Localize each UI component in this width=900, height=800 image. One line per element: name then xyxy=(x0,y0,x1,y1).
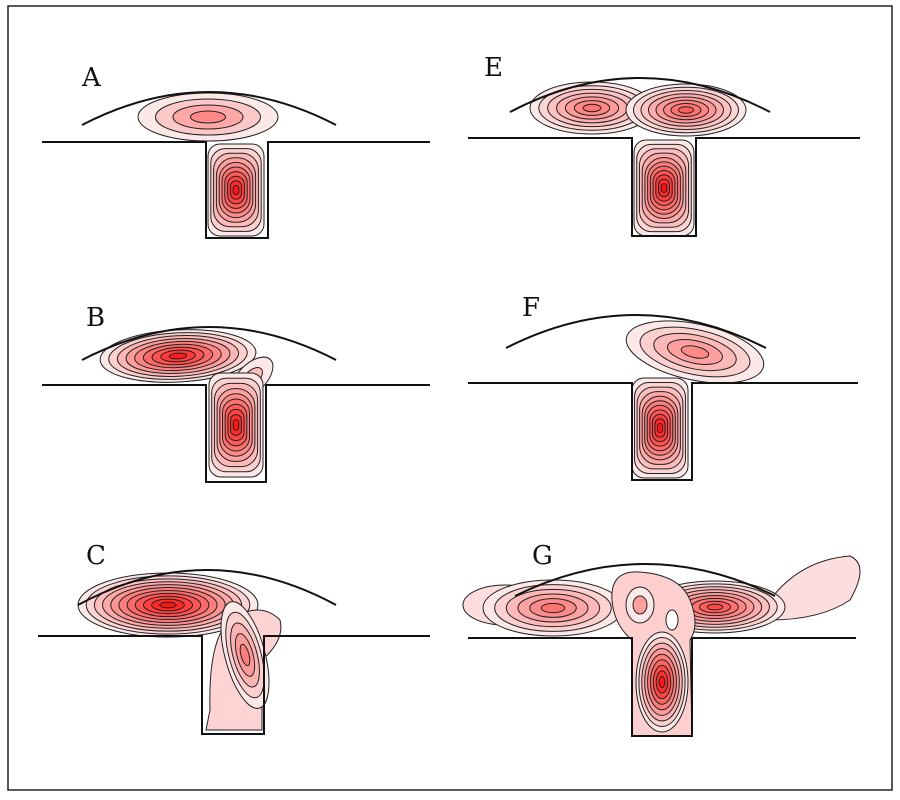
vortex-top-right-e xyxy=(625,83,747,137)
contour-line xyxy=(190,110,226,124)
vortex-slot-b xyxy=(208,372,264,478)
stagnation-hole-g xyxy=(665,609,679,631)
vortex-center-small-g xyxy=(625,586,655,624)
vortex-top-f xyxy=(625,320,765,384)
panel-label-b: B xyxy=(86,303,105,333)
wall-with-slot-g xyxy=(468,637,856,737)
free-surface-arc-g xyxy=(514,563,776,597)
vortex-slot-core-c xyxy=(220,601,270,709)
panel-label-a: A xyxy=(81,63,102,93)
panel-label-e: E xyxy=(484,53,503,83)
contour-line xyxy=(680,345,710,359)
wall-with-slot-e xyxy=(468,137,860,237)
wall-with-slot-b xyxy=(42,384,430,483)
contour-line xyxy=(658,675,666,689)
wall-with-slot-a xyxy=(42,141,430,239)
vortex-slot-f xyxy=(631,377,689,479)
contour-line xyxy=(159,601,177,609)
figure-frame xyxy=(7,5,893,791)
contour-line xyxy=(632,595,648,615)
contour-line xyxy=(582,103,602,113)
panel-label-g: G xyxy=(532,541,553,571)
vortex-lobe-right-g xyxy=(769,555,861,621)
contour-line xyxy=(168,352,188,360)
free-surface-arc-b xyxy=(81,326,337,361)
panel-label-c: C xyxy=(86,541,106,571)
free-surface-arc-c xyxy=(77,569,337,606)
free-surface-arc-f xyxy=(505,314,767,349)
free-surface-arc-a xyxy=(81,91,337,126)
contour-line xyxy=(232,419,240,431)
vortex-slot-e xyxy=(633,139,695,237)
contour-line xyxy=(239,643,251,667)
contour-line xyxy=(706,603,724,611)
panel-label-f: F xyxy=(522,293,540,323)
wall-with-slot-c xyxy=(38,635,430,735)
vortex-top-a xyxy=(137,92,279,142)
free-surface-arc-e xyxy=(509,77,771,113)
vortex-top-left-g xyxy=(482,579,624,637)
vortex-top-c xyxy=(77,572,259,638)
contour-line xyxy=(660,183,668,193)
vortex-slot-a xyxy=(207,143,265,237)
vortex-top-left-e xyxy=(529,81,655,135)
vortex-slot-g xyxy=(635,631,689,733)
contour-line xyxy=(678,106,694,114)
wall-with-slot-f xyxy=(468,382,858,481)
contour-line xyxy=(540,602,566,614)
contour-line xyxy=(656,422,664,434)
contour-line xyxy=(232,184,240,196)
vortex-top-b xyxy=(99,329,257,383)
